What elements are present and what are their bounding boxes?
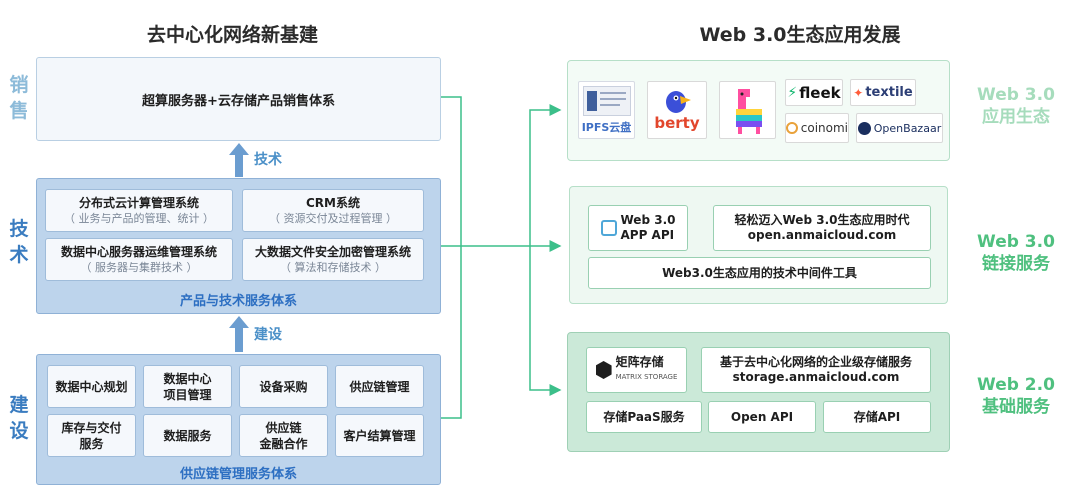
llama-logo-icon	[719, 81, 776, 139]
api-scan-icon	[600, 220, 617, 236]
build-cell-4: 供应链管理	[335, 365, 424, 408]
arrow-tech-label: 技术	[254, 152, 282, 168]
coinomi-label: coinomi	[800, 121, 848, 135]
connector-build	[441, 246, 462, 419]
build-panel: 数据中心规划 数据中心 项目管理 设备采购 供应链管理 库存与交付 服务 数据服…	[36, 354, 441, 485]
base-panel: 矩阵存储 MATRIX STORAGE 基于去中心化网络的企业级存储服务 sto…	[567, 332, 950, 452]
eco-panel: IPFS云盘 berty ⚡ fleek ✦ textile	[567, 60, 950, 161]
coinomi-mark-icon	[786, 122, 798, 134]
eco-label: Web 3.0 应用生态	[977, 85, 1055, 127]
build-cell-2: 数据中心 项目管理	[143, 365, 232, 408]
arrow-up-build-icon	[229, 316, 249, 352]
build-cell-3: 设备采购	[239, 365, 328, 408]
left-title: 去中心化网络新基建	[146, 24, 318, 46]
tech-side-label: 技 术	[9, 218, 29, 266]
tech-cell-4: 大数据文件安全加密管理系统 （ 算法和存储技术 ）	[242, 238, 424, 281]
app-api-cell: Web 3.0 APP API	[588, 205, 688, 251]
build-cell-6: 数据服务	[143, 414, 232, 457]
right-title: Web 3.0生态应用发展	[699, 24, 901, 46]
arrow-build-label: 建设	[254, 327, 282, 343]
berty-label: berty	[654, 114, 700, 132]
storage-service-cell[interactable]: 基于去中心化网络的企业级存储服务 storage.anmaicloud.com	[701, 347, 931, 393]
ipfs-label: IPFS云盘	[581, 120, 632, 134]
berty-logo: berty	[647, 81, 707, 139]
textile-mark-icon: ✦	[853, 85, 864, 100]
sales-text: 超算服务器+云存储产品销售体系	[142, 94, 335, 109]
matrix-storage-icon	[595, 361, 612, 379]
arrow-up-tech-icon	[229, 143, 249, 177]
sales-side-label: 销 售	[9, 74, 29, 122]
fleek-mark-icon: ⚡	[787, 84, 798, 101]
tech-cell-2: CRM系统 （ 资源交付及过程管理 ）	[242, 189, 424, 232]
openbazaar-label: OpenBazaar	[873, 121, 942, 135]
coinomi-logo: coinomi	[785, 113, 849, 143]
ipfs-screenshot-icon	[582, 85, 631, 116]
connector-base	[529, 246, 562, 396]
tech-cell-1: 分布式云计算管理系统 （ 业务与产品的管理、统计 ）	[45, 189, 233, 232]
sales-panel: 超算服务器+云存储产品销售体系	[36, 57, 441, 141]
fleek-logo: ⚡ fleek	[785, 79, 843, 106]
openbazaar-logo: OpenBazaar	[856, 113, 943, 143]
fleek-label: fleek	[799, 83, 841, 102]
base-label: Web 2.0 基础服务	[977, 375, 1055, 417]
middleware-cell: Web3.0生态应用的技术中间件工具	[588, 257, 931, 289]
build-cell-1: 数据中心规划	[47, 365, 136, 408]
storage-api-button[interactable]: 存储API	[823, 401, 931, 433]
open-api-button[interactable]: Open API	[708, 401, 816, 433]
connector-sales	[441, 96, 462, 246]
build-cell-7: 供应链 金融合作	[239, 414, 328, 457]
parrot-icon	[666, 91, 691, 113]
paas-button[interactable]: 存储PaaS服务	[586, 401, 702, 433]
tech-cell-3: 数据中心服务器运维管理系统 （ 服务器与集群技术 ）	[45, 238, 233, 281]
build-cell-5: 库存与交付 服务	[47, 414, 136, 457]
build-footer: 供应链管理服务体系	[179, 467, 297, 482]
tech-panel: 分布式云计算管理系统 （ 业务与产品的管理、统计 ） CRM系统 （ 资源交付及…	[36, 178, 441, 314]
textile-logo: ✦ textile	[850, 79, 916, 106]
openbazaar-mark-icon	[857, 121, 871, 135]
connector-eco	[529, 104, 562, 246]
build-side-label: 建 设	[9, 394, 29, 442]
build-cell-8: 客户结算管理	[335, 414, 424, 457]
matrix-storage-logo: 矩阵存储 MATRIX STORAGE	[586, 347, 687, 393]
portal-cell[interactable]: 轻松迈入Web 3.0生态应用时代 open.anmaicloud.com	[713, 205, 931, 251]
link-label: Web 3.0 链接服务	[977, 232, 1055, 274]
tech-footer: 产品与技术服务体系	[179, 294, 297, 309]
ipfs-logo: IPFS云盘	[578, 81, 635, 139]
textile-label: textile	[865, 85, 913, 100]
link-panel: Web 3.0 APP API 轻松迈入Web 3.0生态应用时代 open.a…	[569, 186, 948, 304]
